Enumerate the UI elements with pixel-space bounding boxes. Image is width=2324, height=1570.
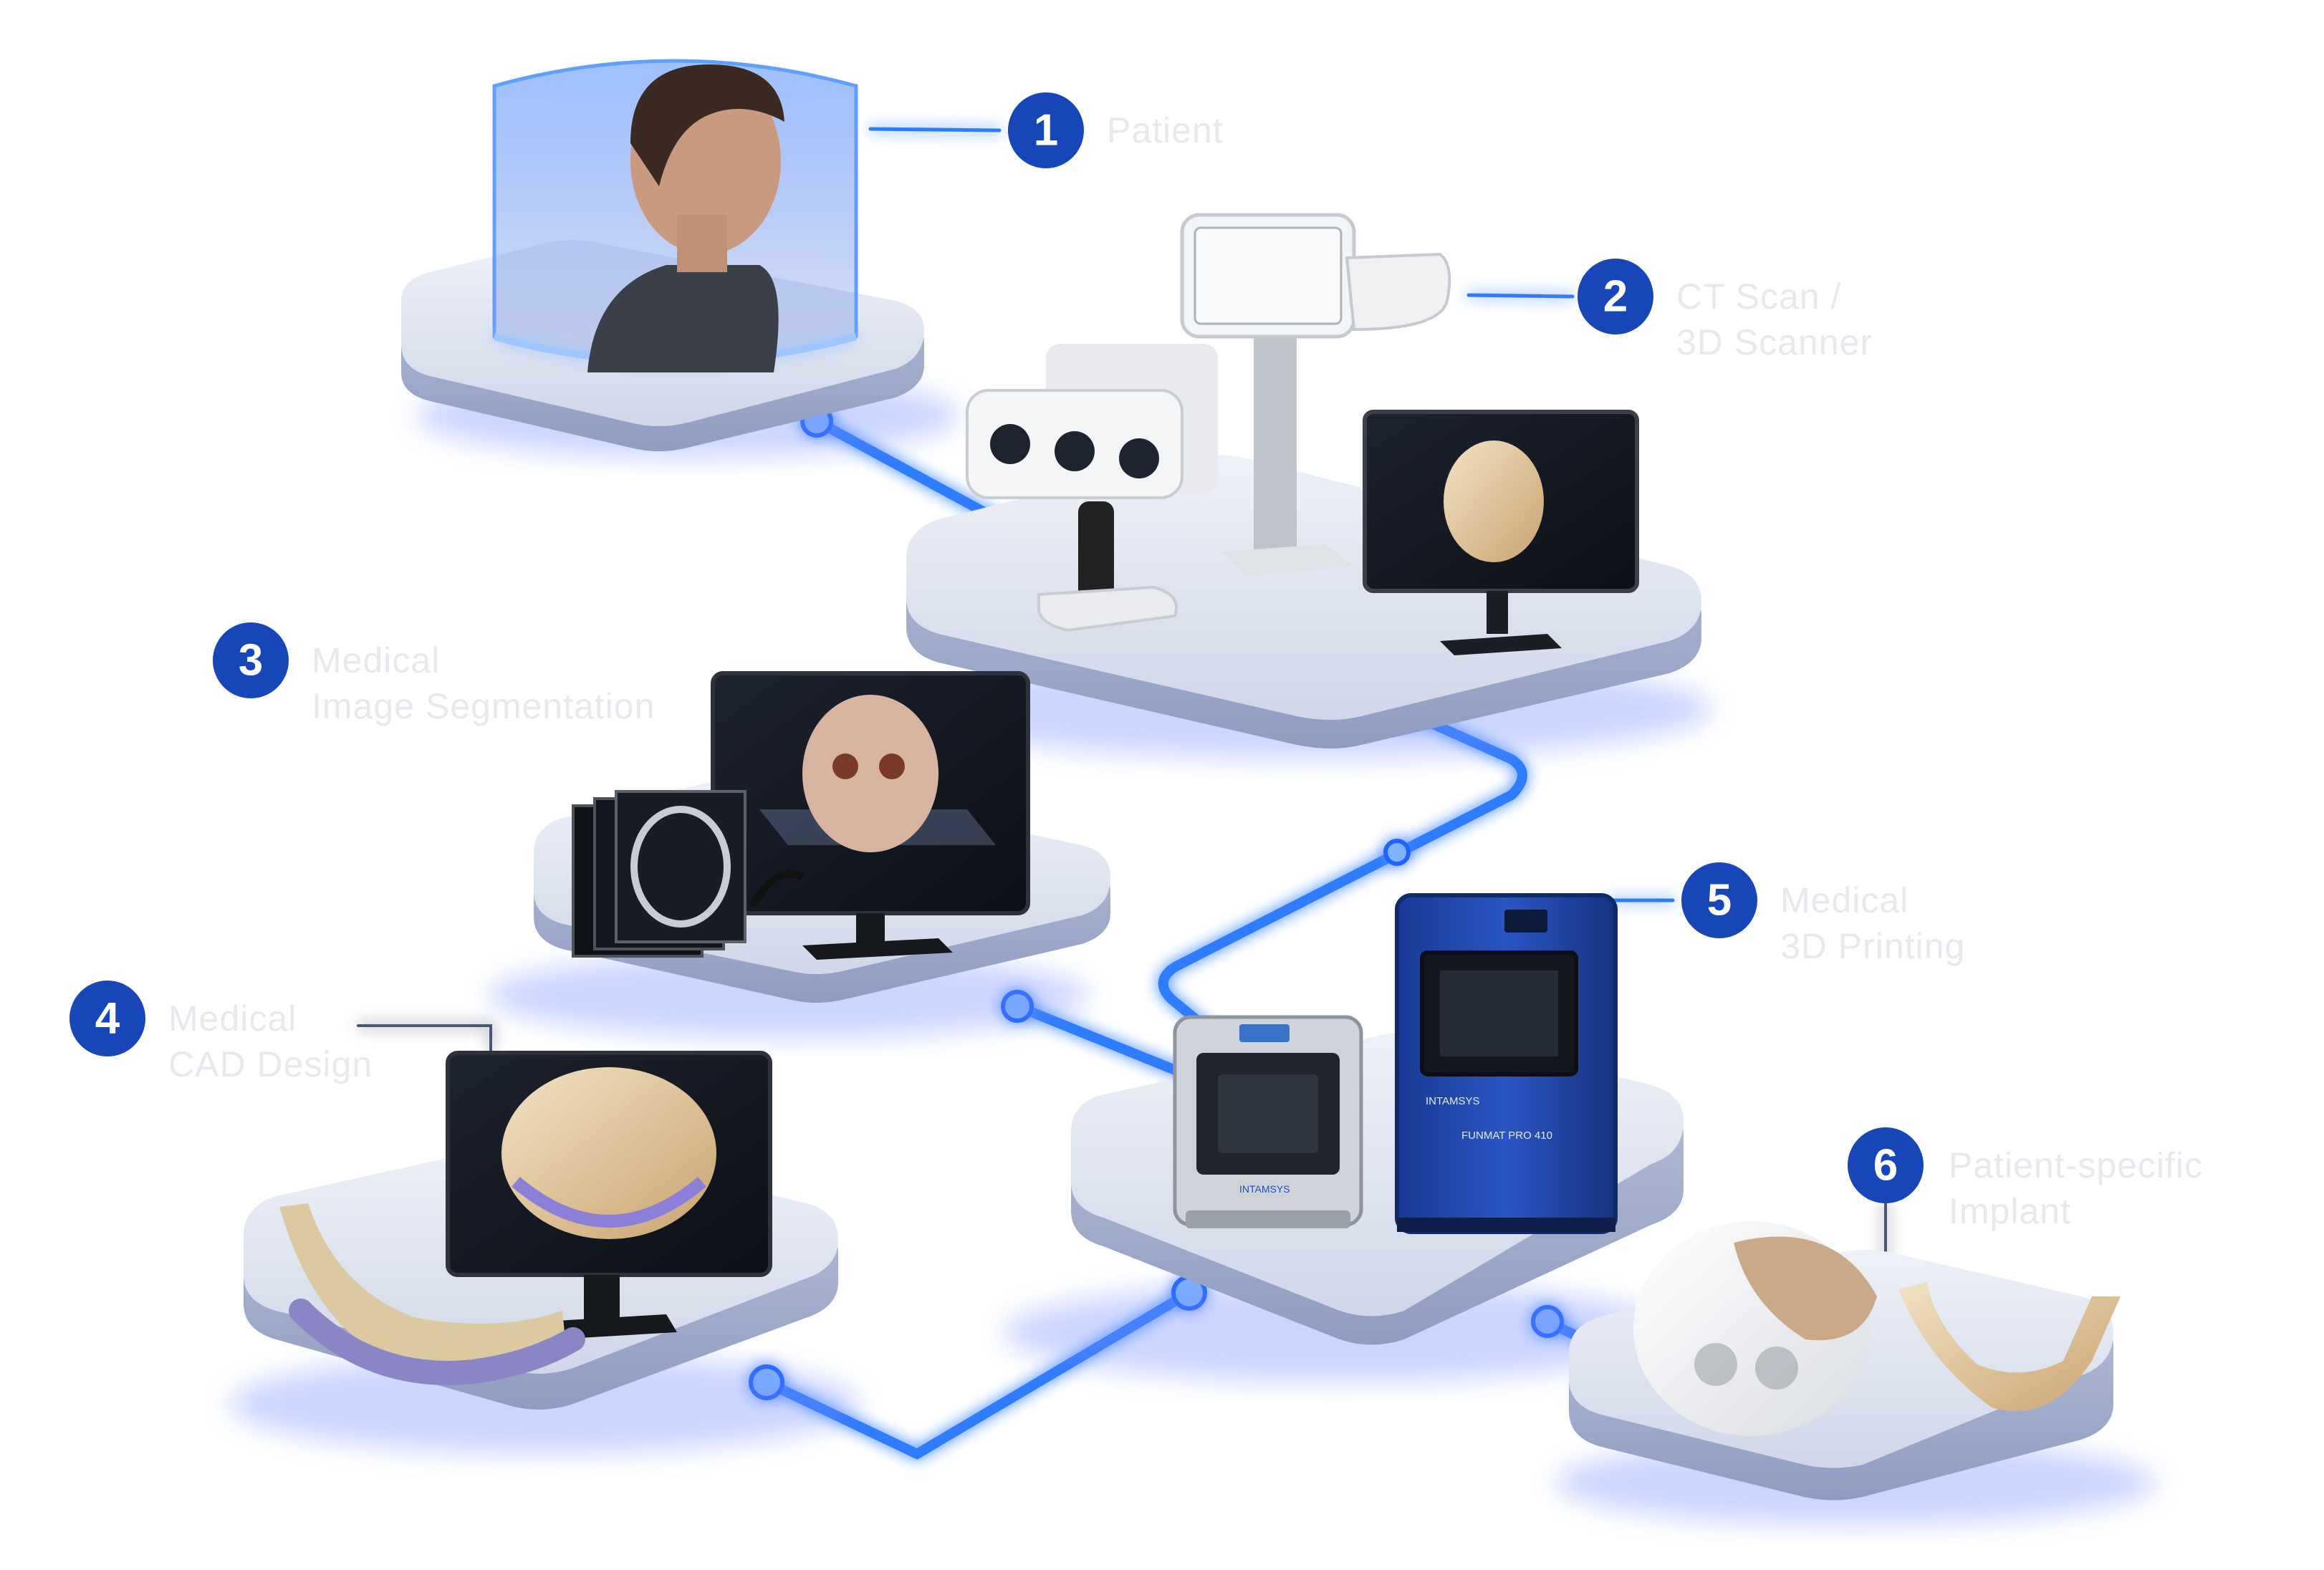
step-badge-2: 2	[1578, 259, 1653, 334]
step-number-6: 6	[1873, 1141, 1898, 1190]
step-badge-6: 6	[1848, 1127, 1924, 1203]
leader-1	[868, 127, 1002, 133]
scanner-devices	[966, 213, 1639, 655]
cad-workstation	[279, 1051, 772, 1385]
step-number-2: 2	[1603, 272, 1628, 322]
step-number-5: 5	[1707, 876, 1732, 925]
step-badge-3: 3	[213, 622, 289, 698]
step-label-2: CT Scan / 3D Scanner	[1676, 274, 1873, 365]
step-badge-4: 4	[69, 981, 145, 1056]
step-number-3: 3	[239, 636, 263, 685]
patient-person	[587, 64, 784, 372]
step-3-line-1: Medical	[312, 640, 441, 680]
printer-large-brand: INTAMSYS	[1426, 1095, 1480, 1107]
implant-models	[1633, 1221, 2121, 1436]
segmentation-workstation	[572, 671, 1030, 960]
connector-3-5	[1012, 1001, 1209, 1087]
step-4-line-2: CAD Design	[168, 1044, 373, 1084]
step-3-line-2: Image Segmentation	[312, 686, 656, 726]
step-2-line-1: CT Scan /	[1676, 276, 1842, 317]
step-badge-1: 1	[1008, 92, 1084, 168]
step-badge-5: 5	[1681, 862, 1757, 938]
step-5-line-2: 3D Printing	[1780, 926, 1966, 966]
step-label-6: Patient-specific Implant	[1949, 1142, 2203, 1234]
step-1-line-1: Patient	[1107, 110, 1224, 150]
node-mid	[1383, 839, 1411, 866]
connector-2-5	[1158, 708, 1527, 1036]
platform-2	[906, 455, 1712, 759]
printer-small-brand: INTAMSYS	[1239, 1183, 1290, 1195]
patient-hologram	[492, 59, 858, 372]
step-2-line-2: 3D Scanner	[1676, 322, 1873, 362]
printer-small	[1173, 1015, 1363, 1228]
step-5-line-1: Medical	[1780, 880, 1909, 920]
leader-4	[357, 1024, 492, 1053]
step-number-4: 4	[95, 994, 120, 1044]
step-6-line-1: Patient-specific	[1949, 1145, 2204, 1185]
leader-2	[1466, 293, 1575, 299]
printer-large-model: FUNMAT PRO 410	[1461, 1130, 1552, 1142]
step-4-line-1: Medical	[168, 998, 297, 1039]
printer-large	[1395, 893, 1618, 1234]
step-number-1: 1	[1034, 106, 1058, 155]
step-6-line-2: Implant	[1949, 1191, 2071, 1231]
step-label-4: Medical CAD Design	[168, 996, 373, 1087]
step-label-3: Medical Image Segmentation	[312, 637, 655, 729]
step-label-5: Medical 3D Printing	[1780, 877, 1965, 969]
step-label-1: Patient	[1107, 107, 1224, 153]
